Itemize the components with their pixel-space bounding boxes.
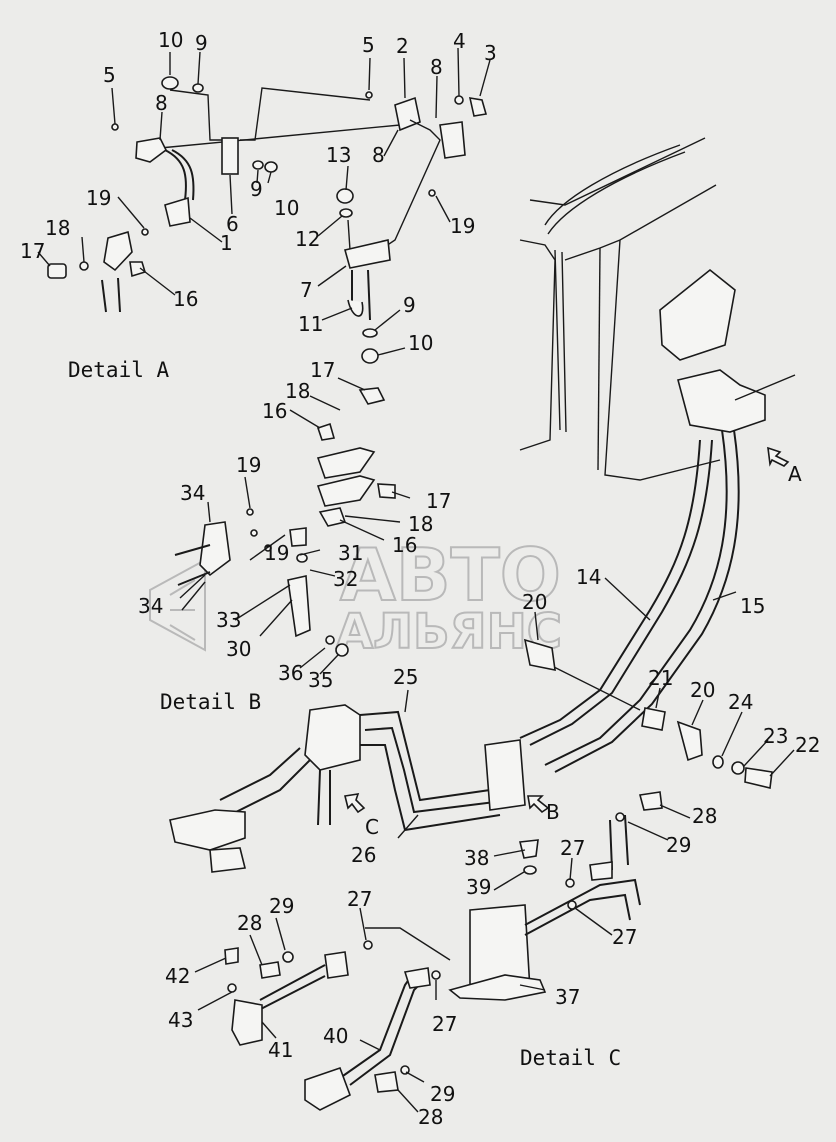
detail-b-title: Detail B bbox=[160, 690, 261, 714]
callout: 19 bbox=[450, 214, 475, 238]
callout: 20 bbox=[690, 678, 715, 702]
callout: 43 bbox=[168, 1008, 193, 1032]
callout: 1 bbox=[220, 231, 233, 255]
callout: 8 bbox=[155, 91, 168, 115]
callout: 37 bbox=[555, 985, 580, 1009]
callout: 18 bbox=[45, 216, 70, 240]
callout: 33 bbox=[216, 608, 241, 632]
callout: 42 bbox=[165, 964, 190, 988]
callout: 13 bbox=[326, 143, 351, 167]
callout: 8 bbox=[430, 55, 443, 79]
tank-assembly bbox=[519, 137, 796, 773]
callout: 41 bbox=[268, 1038, 293, 1062]
callouts-main: 14 15 20 21 20 24 23 22 25 26 28 29 bbox=[351, 565, 820, 867]
callout: 18 bbox=[408, 512, 433, 536]
callout: 19 bbox=[236, 453, 261, 477]
callout: 7 bbox=[300, 278, 313, 302]
callout: 27 bbox=[612, 925, 637, 949]
callout: 6 bbox=[226, 212, 239, 236]
callout: 4 bbox=[453, 29, 466, 53]
callout: 31 bbox=[338, 541, 363, 565]
callouts-detail-c: 38 39 27 27 28 29 27 42 43 41 27 37 40 2… bbox=[165, 836, 637, 1129]
callout: 23 bbox=[763, 724, 788, 748]
callout: 3 bbox=[484, 41, 497, 65]
callout: 16 bbox=[173, 287, 198, 311]
watermark-logo-icon bbox=[149, 558, 206, 652]
callout: 34 bbox=[180, 481, 205, 505]
callout: 28 bbox=[692, 804, 717, 828]
callout: 5 bbox=[362, 33, 375, 57]
callout: 30 bbox=[226, 637, 251, 661]
callout: 17 bbox=[20, 239, 45, 263]
callout: 2 bbox=[396, 34, 409, 58]
callout: 21 bbox=[648, 666, 673, 690]
view-arrow-a-label: A bbox=[788, 462, 802, 486]
callout: 20 bbox=[522, 590, 547, 614]
watermark-line2: АЛЬЯНС bbox=[336, 604, 562, 660]
callout: 28 bbox=[237, 911, 262, 935]
callouts-detail-a: 10 9 5 8 19 18 17 16 1 6 9 10 5 2 4 3 8 … bbox=[20, 28, 497, 355]
callout: 34 bbox=[138, 594, 163, 618]
detail-c-title: Detail C bbox=[520, 1046, 621, 1070]
callout: 5 bbox=[103, 63, 116, 87]
callout: 25 bbox=[393, 665, 418, 689]
detail-a-drawing bbox=[47, 76, 488, 364]
callout: 29 bbox=[666, 833, 691, 857]
callout: 27 bbox=[432, 1012, 457, 1036]
callout: 29 bbox=[430, 1082, 455, 1106]
main-assembly bbox=[169, 638, 773, 873]
callout: 40 bbox=[323, 1024, 348, 1048]
detail-c-drawing bbox=[224, 791, 663, 1111]
detail-a-title: Detail A bbox=[68, 358, 170, 382]
view-arrow-c-icon bbox=[344, 793, 366, 814]
callout: 35 bbox=[308, 668, 333, 692]
callout: 17 bbox=[310, 358, 335, 382]
callout: 27 bbox=[560, 836, 585, 860]
callout: 10 bbox=[274, 196, 299, 220]
detail-b-drawing bbox=[174, 387, 396, 657]
callout: 29 bbox=[269, 894, 294, 918]
watermark: АВТО АЛЬЯНС bbox=[149, 532, 563, 661]
callout: 9 bbox=[195, 31, 208, 55]
callouts-detail-b: 17 18 16 19 34 17 18 16 19 31 32 34 33 3… bbox=[138, 358, 451, 692]
callout: 36 bbox=[278, 661, 303, 685]
callout: 16 bbox=[262, 399, 287, 423]
callout: 28 bbox=[418, 1105, 443, 1129]
callout: 12 bbox=[295, 227, 320, 251]
detail-titles: Detail A Detail B Detail C bbox=[68, 358, 621, 1070]
view-arrow-b-icon bbox=[527, 795, 550, 814]
callout: 32 bbox=[333, 567, 358, 591]
watermark-line1: АВТО bbox=[340, 533, 561, 617]
callout: 22 bbox=[795, 733, 820, 757]
callout: 10 bbox=[408, 331, 433, 355]
callout: 14 bbox=[576, 565, 601, 589]
view-arrow-a-icon bbox=[767, 446, 790, 467]
callout: 18 bbox=[285, 379, 310, 403]
callout: 19 bbox=[264, 541, 289, 565]
callout: 9 bbox=[250, 177, 263, 201]
callout: 24 bbox=[728, 690, 753, 714]
callout: 17 bbox=[426, 489, 451, 513]
callout: 27 bbox=[347, 887, 372, 911]
callout: 8 bbox=[372, 143, 385, 167]
callout: 16 bbox=[392, 533, 417, 557]
view-arrows: A B C bbox=[344, 446, 802, 839]
callout: 15 bbox=[740, 594, 765, 618]
callout: 11 bbox=[298, 312, 323, 336]
leader-lines bbox=[37, 47, 795, 1113]
callout: 19 bbox=[86, 186, 111, 210]
view-arrow-b-label: B bbox=[546, 800, 560, 824]
callout: 26 bbox=[351, 843, 376, 867]
view-arrow-c-label: C bbox=[365, 815, 379, 839]
callout: 9 bbox=[403, 293, 416, 317]
callout: 10 bbox=[158, 28, 183, 52]
callout: 38 bbox=[464, 846, 489, 870]
callout: 39 bbox=[466, 875, 491, 899]
